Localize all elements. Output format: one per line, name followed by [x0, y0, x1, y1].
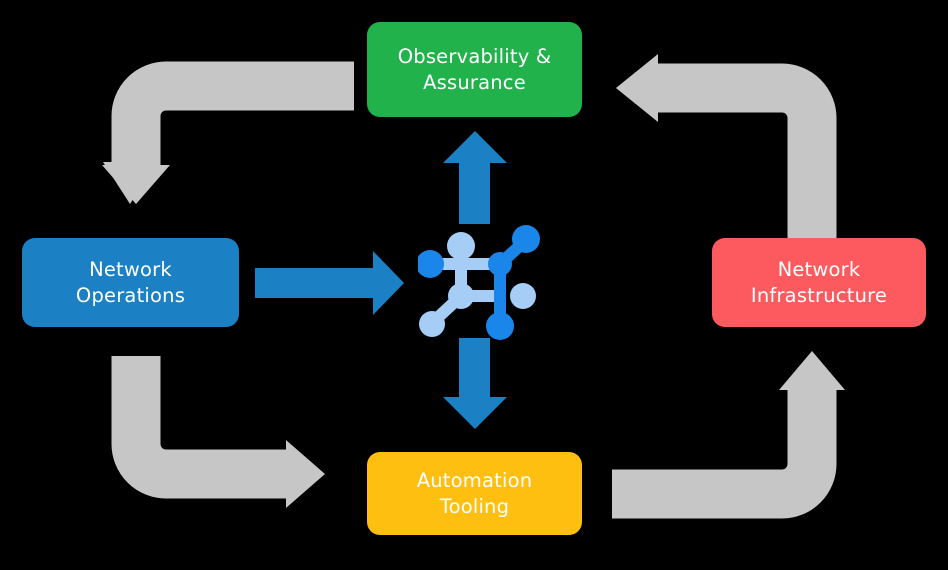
network-icon-primary-nodes [418, 225, 540, 340]
arrow-center-to-observability-shaft [459, 162, 490, 224]
node-label-automation-tooling: Automation Tooling [416, 468, 533, 518]
arrow-observability-to-operations-head [102, 165, 170, 204]
node-label-network-operations: Network Operations [75, 257, 186, 307]
arrow-infrastructure-to-observability-head [616, 54, 658, 122]
arrow-operations-to-center-shaft [255, 268, 375, 298]
arrow-infrastructure-to-observability-body [658, 63, 837, 238]
arrow-operations-to-center-head [373, 251, 404, 315]
network-topology-icon [418, 225, 540, 340]
arrow-center-to-automation-head [443, 397, 507, 429]
arrow-center-to-observability-head [443, 131, 507, 163]
network-icon-secondary-nodes [419, 232, 536, 337]
arrow-center-to-automation-shaft [459, 338, 490, 400]
node-label-observability: Observability & Assurance [397, 44, 552, 94]
node-box-automation-tooling[interactable]: Automation Tooling [367, 452, 582, 535]
arrow-automation-to-infrastructure-body [612, 390, 837, 519]
arrow-automation-to-infrastructure-head [779, 351, 845, 390]
node-box-observability[interactable]: Observability & Assurance [367, 22, 582, 117]
node-box-network-operations[interactable]: Network Operations [22, 238, 239, 327]
node-label-network-infrastructure: Network Infrastructure [750, 257, 888, 307]
arrow-operations-to-automation-body [111, 356, 286, 499]
arrow-observability-to-operations-body [111, 61, 354, 168]
arrow-operations-to-automation-head [286, 440, 325, 508]
node-box-network-infrastructure[interactable]: Network Infrastructure [712, 238, 926, 327]
